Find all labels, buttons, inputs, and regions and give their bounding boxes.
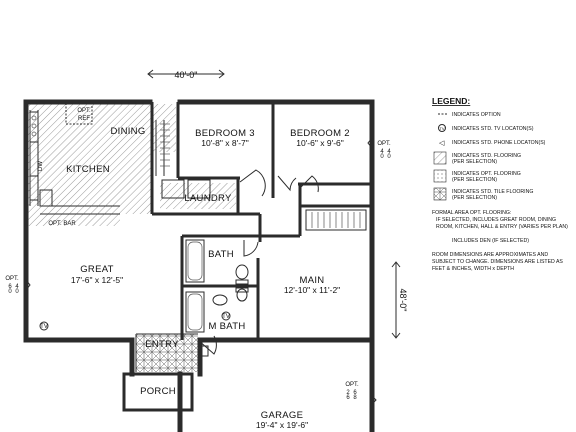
- opt-window-left-4: 0: [15, 289, 19, 295]
- legend-note-dim-1: ROOM DIMENSIONS ARE APPROXIMATES AND: [432, 252, 548, 258]
- opt-window-left-label: OPT.: [5, 276, 19, 282]
- legend-item-tile: INDICATES STD. TILE FLOORING (PER SELECT…: [433, 187, 533, 201]
- legend-item-tv: TV INDICATES STD. TV LOCATON(S): [438, 124, 534, 132]
- laundry-machines: [161, 179, 211, 199]
- dw-label: DW: [38, 161, 44, 171]
- entry-tile: [136, 334, 198, 372]
- opt-window-right-2: 0: [380, 154, 384, 160]
- legend-text-tile-1: INDICATES STD. TILE FLOORING: [452, 189, 533, 195]
- opt-window-left-1: 6: [8, 284, 12, 290]
- symbols: TV TV: [39, 311, 231, 331]
- flooring-areas: [28, 104, 236, 372]
- legend-text-tv: INDICATES STD. TV LOCATON(S): [452, 126, 534, 132]
- window-markers: [25, 137, 377, 405]
- dining-label: DINING: [110, 126, 145, 137]
- opt-window-right-3: 4: [387, 149, 391, 155]
- legend-text-hatch-2: (PER SELECTION): [452, 159, 497, 165]
- laundry-label: LAUNDRY: [184, 193, 232, 204]
- opt-window-garage-4: 8: [353, 395, 357, 401]
- garage-label: GARAGE: [261, 410, 303, 421]
- legend-text-hatch-1: INDICATES STD. FLOORING: [452, 153, 521, 159]
- kitchen-dining-hatch: [28, 104, 176, 226]
- entry-porch-garage: [122, 333, 209, 412]
- opt-ref-label-2: REF: [78, 116, 90, 122]
- kitchen-label: KITCHEN: [66, 164, 110, 175]
- legend-note-dim-3: FEET & INCHES, WIDTH x DEPTH: [432, 266, 514, 272]
- legend-note-dimensions: ROOM DIMENSIONS ARE APPROXIMATES AND SUB…: [432, 252, 563, 272]
- legend-text-tile-2: (PER SELECTION): [452, 195, 497, 201]
- legend-text-dots-2: (PER SELECTION): [452, 177, 497, 183]
- opt-window-garage-2: 6: [346, 395, 350, 401]
- legend-note-den: INCLUDES DEN (IF SELECTED): [452, 238, 529, 244]
- porch-label: PORCH: [140, 386, 176, 397]
- legend-item-option: INDICATES OPTION: [438, 112, 501, 118]
- opt-window-labels: OPT. 4 0 4 0 OPT. 6 0 4 0 OPT. 2 6 6 8: [5, 141, 391, 401]
- laundry-hatch: [160, 183, 236, 209]
- legend-note-formal-2: IF SELECTED, INCLUDES GREAT ROOM, DINING: [436, 217, 556, 223]
- opt-window-right-1: 4: [380, 149, 384, 155]
- dimension-right: 48'-0": [391, 261, 408, 339]
- legend-note-formal-1: FORMAL AREA OPT. FLOORING:: [432, 210, 511, 216]
- exterior-walls: [23, 99, 375, 432]
- opt-window-right-label: OPT.: [377, 141, 391, 147]
- legend-item-dots: INDICATES OPT. FLOORING (PER SELECTION): [433, 169, 521, 183]
- legend-note-formal-3: ROOM, KITCHEN, HALL & ENTRY (VARIES PER …: [436, 224, 568, 230]
- legend-tv-icon: TV: [439, 126, 444, 131]
- legend-note-formal: FORMAL AREA OPT. FLOORING: IF SELECTED, …: [432, 210, 568, 230]
- opt-window-garage-label: OPT.: [345, 382, 359, 388]
- great-dims: 17'-6" x 12'-5": [71, 275, 123, 285]
- water-heater: [199, 345, 209, 357]
- legend-text-option: INDICATES OPTION: [452, 112, 501, 118]
- entry-label: ENTRY: [145, 339, 179, 350]
- m-bath-label: M BATH: [209, 321, 246, 332]
- legend-phone-icon: ◁: [439, 140, 445, 147]
- tv-symbol-main: TV: [222, 314, 230, 320]
- tv-symbol-great: TV: [40, 324, 48, 330]
- closets: [155, 120, 367, 231]
- opt-window-garage-1: 2: [346, 390, 350, 396]
- opt-ref-label-1: OPT.: [77, 108, 91, 114]
- legend: LEGEND: INDICATES OPTION TV INDICATES ST…: [432, 96, 568, 272]
- dimension-width: 40'-0": [175, 70, 198, 80]
- main-dims: 12'-10" x 11'-2": [284, 285, 340, 295]
- opt-window-left-3: 4: [15, 284, 19, 290]
- dimension-depth: 48'-0": [398, 289, 408, 312]
- legend-text-phone: INDICATES STD. PHONE LOCATON(S): [452, 140, 546, 146]
- bath-label: BATH: [208, 249, 234, 260]
- room-labels: DINING KITCHEN OPT. REF OPT. BAR DW BEDR…: [38, 108, 350, 430]
- opt-window-garage-3: 6: [353, 390, 357, 396]
- legend-item-phone: ◁ INDICATES STD. PHONE LOCATON(S): [439, 140, 546, 147]
- legend-item-hatch: INDICATES STD. FLOORING (PER SELECTION): [433, 151, 521, 165]
- doors: [197, 169, 319, 355]
- main-label: MAIN: [300, 275, 325, 286]
- bath-fixtures: [185, 239, 249, 333]
- legend-note-dim-2: SUBJECT TO CHANGE. DIMENSIONS ARE LISTED…: [432, 259, 563, 265]
- opt-window-right-4: 0: [387, 154, 391, 160]
- bedroom3-label: BEDROOM 3: [195, 128, 255, 139]
- opt-bar-label: OPT. BAR: [48, 221, 76, 227]
- interior-walls: [150, 102, 372, 340]
- bedroom3-dims: 10'-8" x 8'-7": [201, 138, 249, 148]
- great-label: GREAT: [80, 264, 114, 275]
- kitchen-fixtures: [29, 103, 120, 215]
- opt-window-left-2: 0: [8, 289, 12, 295]
- garage-dims: 19'-4" x 19'-6": [256, 420, 308, 430]
- dimension-top: 40'-0": [147, 69, 225, 80]
- legend-title: LEGEND:: [432, 96, 470, 106]
- legend-text-dots-1: INDICATES OPT. FLOORING: [452, 171, 521, 177]
- bedroom2-label: BEDROOM 2: [290, 128, 350, 139]
- bedroom2-dims: 10'-6" x 9'-6": [296, 138, 344, 148]
